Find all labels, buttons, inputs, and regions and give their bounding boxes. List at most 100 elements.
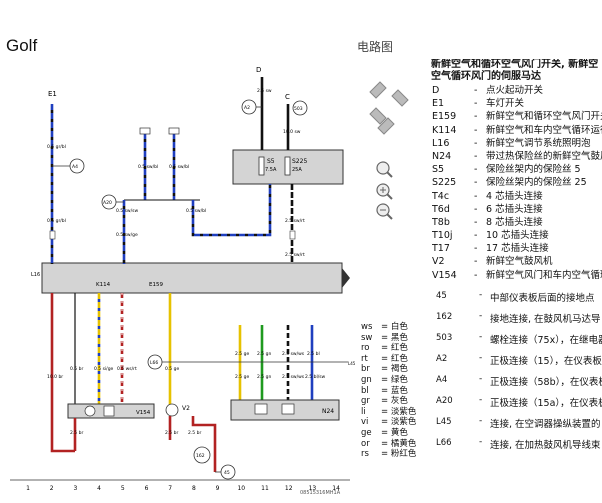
svg-text:10.0 br: 10.0 br <box>47 374 63 380</box>
svg-text:2.5 br: 2.5 br <box>70 430 83 436</box>
connection-code: A20 <box>436 396 453 406</box>
wire-color-row: or= 橘黄色 <box>361 439 416 450</box>
svg-text:0.5 sw/ge: 0.5 sw/ge <box>116 232 138 238</box>
svg-text:A2: A2 <box>244 105 250 111</box>
svg-text:0.5 gr/bl: 0.5 gr/bl <box>47 144 66 150</box>
svg-text:2.5 gn: 2.5 gn <box>257 374 271 380</box>
connection-code: A4 <box>436 375 448 385</box>
wire-color-eq: = <box>381 364 391 375</box>
connection-row: 45-中部仪表板后面的接地点 <box>432 286 602 307</box>
connection-dash: - <box>479 437 483 447</box>
wire-color-code: vi <box>361 417 369 428</box>
svg-text:162: 162 <box>196 453 205 459</box>
legend-desc: 新鲜空气风门和车内空气循环 <box>486 269 602 281</box>
wire-color-code: li <box>361 406 366 417</box>
legend-row: D-点火起动开关 <box>432 84 602 97</box>
connection-code: L66 <box>436 438 452 448</box>
legend-code: T6d <box>432 203 450 215</box>
fuse-s225-rating: 25A <box>292 167 302 173</box>
connection-row: 162-接地连接, 在鼓风机马达导 <box>432 307 602 328</box>
legend-desc: 保险丝架内的保险丝 25 <box>486 177 587 189</box>
wire-color-name: 黑色 <box>390 332 408 343</box>
axis-number: 7 <box>168 485 172 492</box>
wire-color-eq: = <box>381 374 391 385</box>
wire-color-name: 淡紫色 <box>390 406 417 417</box>
legend-dash: - <box>474 98 478 110</box>
zoom-fit-icon <box>376 161 393 178</box>
legend-row: L16-新鲜空气调节系统照明泡 <box>432 137 602 150</box>
wire-color-name: 灰色 <box>390 396 408 407</box>
connection-row: A2-正极连接（15），在仪表板 <box>432 349 602 370</box>
wire-color-name: 红色 <box>390 343 408 354</box>
connection-dash: - <box>479 374 483 384</box>
wire-color-eq: = <box>381 385 391 396</box>
wire-color-row: gr= 灰色 <box>361 396 416 407</box>
legend-dash: - <box>474 216 478 228</box>
legend-dash: - <box>474 111 478 123</box>
arrow-down-icon <box>369 107 387 125</box>
wire-color-name: 红色 <box>390 353 408 364</box>
wire-color-name: 蓝色 <box>390 385 408 396</box>
connection-dash: - <box>479 332 483 342</box>
legend-desc: 新鲜空气调节系统照明泡 <box>486 137 591 149</box>
supply-d-label: D <box>256 66 261 74</box>
svg-text:2.5 bl: 2.5 bl <box>307 351 320 357</box>
svg-text:2.5 ge: 2.5 ge <box>235 374 249 380</box>
axis-number: 1 <box>26 485 30 492</box>
legend-row: T17-17 芯插头连接 <box>432 242 602 255</box>
wire-color-name: 绿色 <box>390 374 408 385</box>
wire-color-row: rt= 红色 <box>361 354 416 365</box>
connection-dash: - <box>479 395 483 405</box>
svg-text:2.5 sw/rt: 2.5 sw/rt <box>285 218 305 224</box>
svg-text:0.5 br: 0.5 br <box>70 366 83 372</box>
connection-desc: 连接, 在空调器操纵装置的 <box>490 419 601 430</box>
wire-color-row: ws= 白色 <box>361 322 416 333</box>
legend-code: T8b <box>432 216 450 228</box>
wire-color-name: 淡紫色 <box>390 417 417 428</box>
legend-code: E1 <box>432 98 445 110</box>
legend-desc: 新鲜空气和循环空气风门开关 <box>486 111 602 123</box>
legend-dash: - <box>474 85 478 96</box>
axis-number: 11 <box>261 485 269 492</box>
wire-color-row: ge= 黄色 <box>361 428 416 439</box>
wire-color-row: gn= 绿色 <box>361 375 416 386</box>
e159-label: E159 <box>149 282 163 288</box>
connection-dash: - <box>479 416 483 426</box>
connection-row: A20-正极连接（15a），在仪表板 <box>432 391 602 412</box>
axis-number: 8 <box>192 485 196 492</box>
axis-number: 10 <box>237 485 245 492</box>
k114-label: K114 <box>96 282 111 288</box>
wire-color-name: 粉红色 <box>390 449 417 460</box>
arrow-left-icon <box>369 81 387 99</box>
wire-color-name: 橘黄色 <box>390 438 417 449</box>
wire-color-row: bl= 蓝色 <box>361 386 416 397</box>
legend-code: S225 <box>432 177 457 189</box>
zoom-icons <box>376 161 393 220</box>
legend-dash: - <box>474 203 478 215</box>
axis-number: 6 <box>145 485 149 492</box>
bar-arrow <box>342 268 350 288</box>
connection-code: A2 <box>436 354 448 364</box>
wire-color-row: br= 褐色 <box>361 364 416 375</box>
wire-color-code: or <box>361 438 370 449</box>
fuse-s5-symbol <box>258 156 265 176</box>
svg-text:L66: L66 <box>150 360 158 366</box>
legend-code: K114 <box>432 124 457 136</box>
arrow-up-icon <box>377 117 395 135</box>
connection-desc: 连接, 在加热鼓风机导线束 <box>490 440 601 451</box>
wire-color-eq: = <box>381 417 391 428</box>
wiring-diagram: S5 7.5A S225 25A L16 K114 E159 D E1 C 0.… <box>10 66 356 492</box>
connection-dash: - <box>479 311 483 321</box>
svg-text:2.5 sw/ws: 2.5 sw/ws <box>282 351 305 357</box>
svg-text:0.5 gr/bl: 0.5 gr/bl <box>47 218 66 224</box>
axis-number: 4 <box>97 485 101 492</box>
wire-color-row: sw= 黑色 <box>361 333 416 344</box>
wire-color-row: vi = 淡紫色 <box>361 417 416 428</box>
connection-code: L45 <box>436 417 452 427</box>
legend-row: T10j-10 芯插头连接 <box>432 229 602 242</box>
legend-desc: 17 芯插头连接 <box>486 243 549 255</box>
legend-code: E159 <box>432 111 457 123</box>
axis-number: 14 <box>332 485 340 492</box>
